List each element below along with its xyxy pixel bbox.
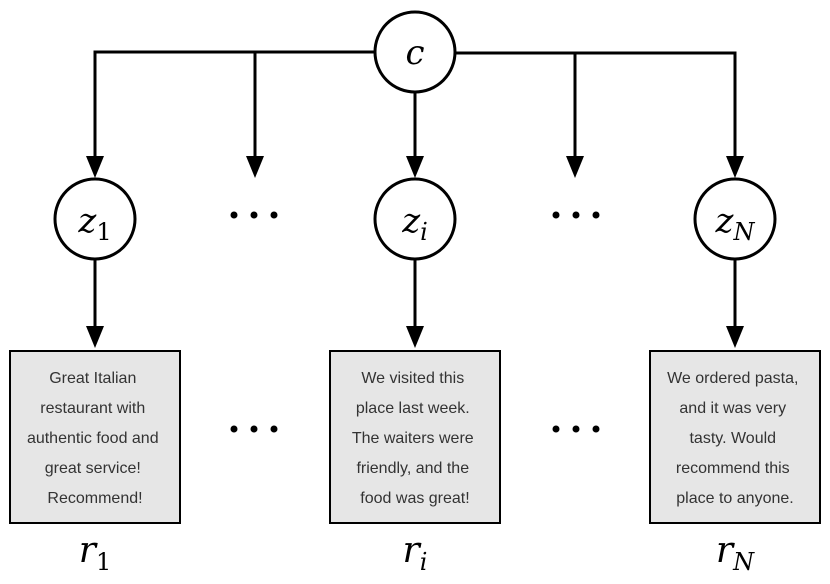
review-box-r1: Great Italian restaurant with authentic … — [9, 350, 181, 524]
review-text-rN: We ordered pasta, and it was very tasty.… — [667, 370, 803, 507]
label-ri-sub: i — [420, 548, 428, 576]
arrowhead-zN — [726, 156, 744, 178]
node-z1: z1 — [53, 177, 137, 261]
node-z1-sub: 1 — [96, 218, 111, 246]
label-rN-sub: N — [732, 548, 755, 576]
node-zi-label: zi — [401, 201, 428, 246]
dot — [230, 211, 238, 219]
edges-from-c — [93, 50, 737, 160]
node-zN-label: zN — [715, 201, 756, 246]
ellipsis-latent-left — [230, 211, 278, 219]
node-zN-circle — [693, 177, 777, 261]
arrowhead-dots-left — [246, 156, 264, 178]
label-ri-base: r — [403, 530, 422, 571]
arrowhead-zi — [406, 156, 424, 178]
review-line: great service! — [45, 460, 141, 477]
node-z1-circle — [53, 177, 137, 261]
dot — [270, 211, 278, 219]
review-text-r1: Great Italian restaurant with authentic … — [27, 370, 163, 507]
dot — [552, 211, 560, 219]
review-line: Great Italian — [49, 370, 136, 387]
dot — [270, 425, 278, 433]
ellipsis-reviews-right — [552, 425, 600, 433]
review-box-ri: We visited this place last week. The wai… — [329, 350, 501, 524]
dot — [592, 211, 600, 219]
arrowhead-rN — [726, 326, 744, 348]
review-box-r1-rect — [9, 350, 181, 524]
node-zi-base: z — [401, 201, 421, 241]
label-rN: rN — [716, 530, 755, 576]
node-zN-sub: N — [732, 218, 755, 246]
review-line: place to anyone. — [676, 490, 793, 507]
dot — [250, 211, 258, 219]
edge-c-zN — [456, 51, 737, 160]
review-text-ri: We visited this place last week. The wai… — [352, 370, 478, 507]
node-c-label: c — [405, 33, 424, 73]
dot — [250, 425, 258, 433]
review-line: friendly, and the — [356, 460, 469, 477]
label-rN-base: r — [716, 530, 735, 571]
arrowhead-ri — [406, 326, 424, 348]
dot — [572, 425, 580, 433]
edges-z-to-r — [86, 258, 744, 348]
review-line: place last week. — [356, 400, 470, 417]
node-c: c — [373, 10, 457, 94]
review-line: recommend this — [676, 460, 790, 477]
ellipsis-latent-right — [552, 211, 600, 219]
dot — [572, 211, 580, 219]
arrowheads-latent — [86, 156, 744, 178]
dot — [592, 425, 600, 433]
node-z1-base: z — [77, 201, 97, 241]
review-line: and it was very — [679, 400, 786, 417]
review-line: The waiters were — [352, 430, 474, 447]
review-line: We visited this — [361, 370, 464, 387]
review-box-ri-rect — [329, 350, 501, 524]
label-ri: ri — [403, 530, 428, 576]
review-line: We ordered pasta, — [667, 370, 798, 387]
dot — [230, 425, 238, 433]
ellipsis-reviews-left — [230, 425, 278, 433]
edge-c-z1 — [93, 50, 374, 160]
node-z1-label: z1 — [77, 201, 111, 246]
review-line: authentic food and — [27, 430, 159, 447]
label-r1-sub: 1 — [96, 548, 111, 576]
arrowhead-z1 — [86, 156, 104, 178]
dot — [552, 425, 560, 433]
review-line: restaurant with — [40, 400, 145, 417]
node-c-circle — [373, 10, 457, 94]
review-line: Recommend! — [47, 490, 142, 507]
node-zN: zN — [693, 177, 777, 261]
review-box-rN-rect — [649, 350, 821, 524]
node-zi-sub: i — [420, 218, 428, 246]
review-line: food was great! — [360, 490, 469, 507]
arrowhead-r1 — [86, 326, 104, 348]
label-r1: r1 — [79, 530, 112, 576]
node-zN-base: z — [715, 201, 735, 241]
label-r1-base: r — [79, 530, 98, 571]
node-zi: zi — [373, 177, 457, 261]
review-line: tasty. Would — [689, 430, 776, 447]
arrowhead-dots-right — [566, 156, 584, 178]
review-box-rN: We ordered pasta, and it was very tasty.… — [649, 350, 821, 524]
node-zi-circle — [373, 177, 457, 261]
